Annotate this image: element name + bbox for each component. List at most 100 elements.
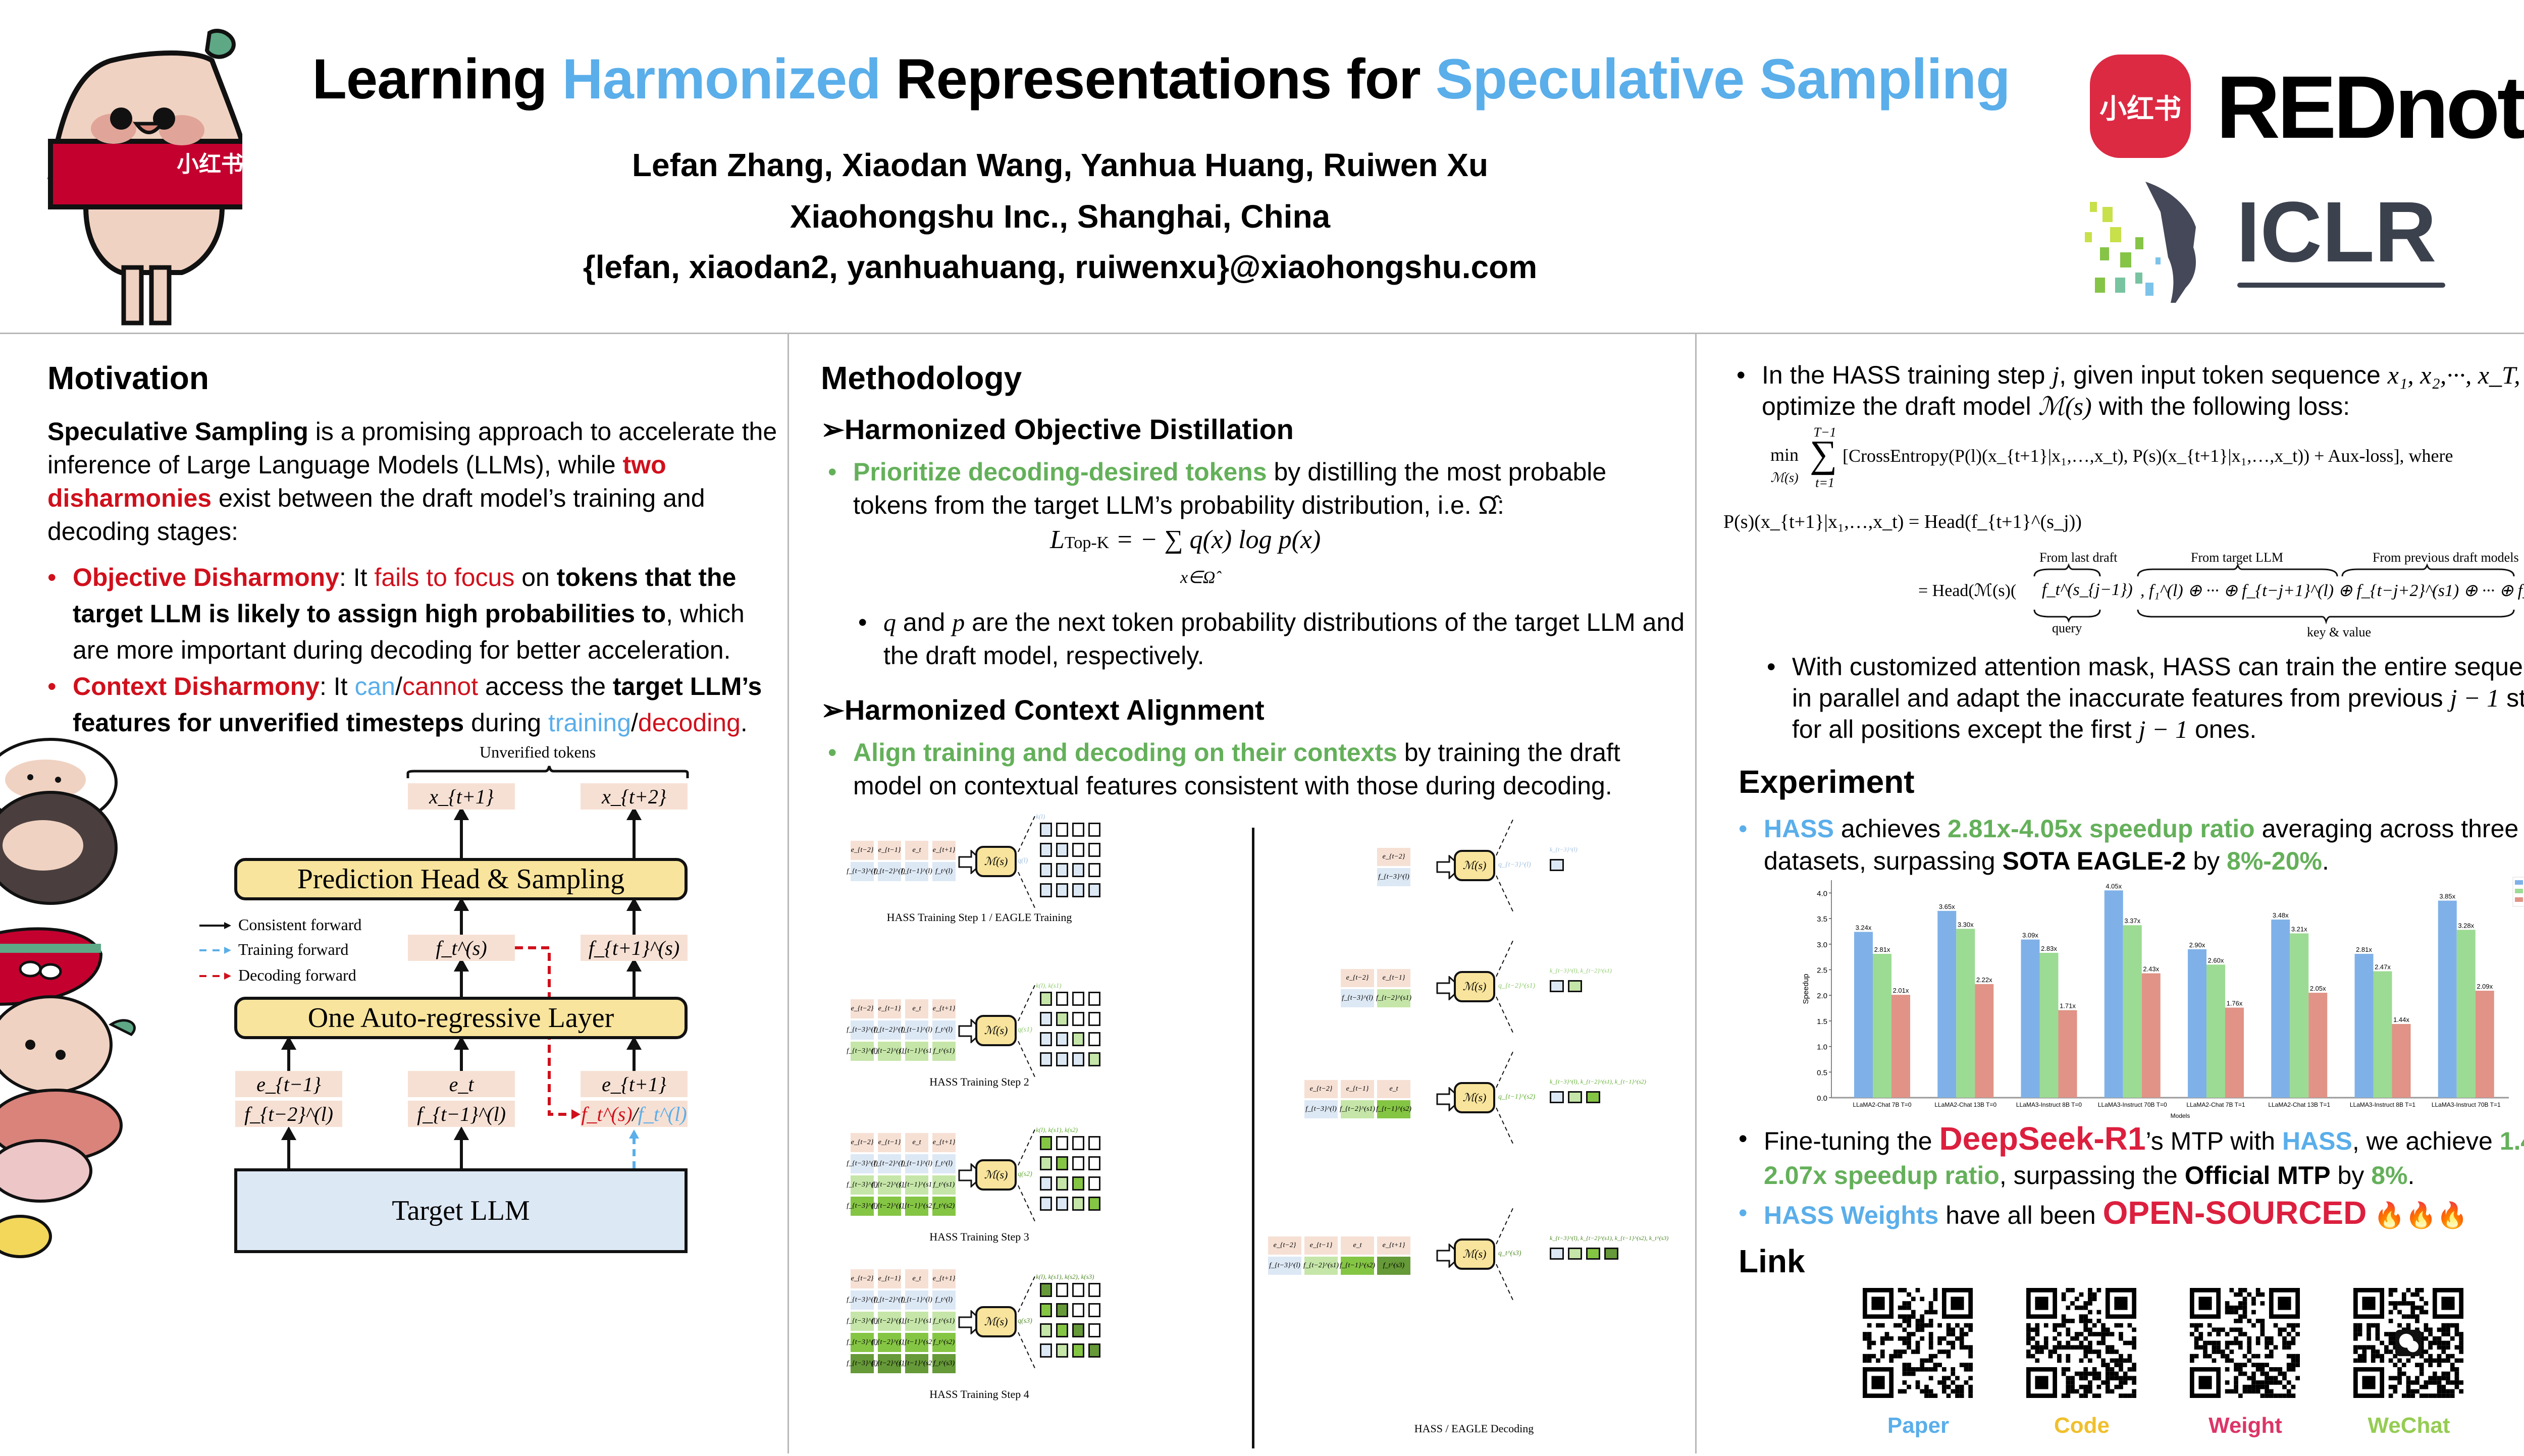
feature-cell: f_{t−1}^(s1)	[899, 1175, 934, 1195]
decode-feature-cell: f_{t−1}^(s2)	[1376, 1100, 1411, 1118]
loss-body: [CrossEntropy(P(l)(x_{t+1}|x₁,…,x_t), P(…	[1843, 446, 2453, 466]
y-tick-label: 4.0	[1817, 889, 1827, 898]
bar-value-label: 2.47x	[2375, 963, 2391, 971]
rednote-icon-text: 小红书	[2099, 93, 2181, 125]
draft-model-box: ℳ(s)	[975, 846, 1017, 877]
qr-code-wechat[interactable]	[2353, 1288, 2463, 1398]
experiment-bullet-opensource: HASS Weights have all been OPEN-SOURCED …	[1739, 1196, 2524, 1232]
bar-hass	[1937, 910, 1957, 1098]
bullet-text: : It	[319, 672, 355, 700]
attention-mask-square	[1056, 1303, 1068, 1317]
attention-mask-square	[1056, 843, 1068, 857]
token-x-t-plus-2: x_{t+2}	[581, 783, 688, 810]
embed-e-t-plus-1: e_{t+1}	[581, 1071, 688, 1097]
feature-cell: f_{t−2}^(l)	[874, 1290, 905, 1310]
speedup-bar-chart: 0.00.51.01.52.02.53.03.54.0Speedup3.24x2…	[1802, 877, 2524, 1119]
bar-eagle	[1975, 984, 1994, 1098]
feature-cell: f_t^(s1)	[932, 1175, 956, 1195]
title-highlight: Harmonized	[562, 47, 881, 111]
alignment-highlight: Align training and decoding on their con…	[853, 738, 1397, 767]
distribution-sub-bullet: q and p are the next token probability d…	[858, 606, 1686, 672]
bar-eagle	[2225, 1007, 2244, 1098]
qr-code-weight[interactable]	[2190, 1288, 2300, 1398]
attention-mask-square	[1072, 843, 1084, 857]
attention-mask-square	[1040, 883, 1052, 897]
methodology-title: Methodology	[821, 360, 1022, 396]
feature-cell: f_{t−3}^(l)	[847, 1197, 878, 1216]
decode-embed-cell: e_{t−2}	[1377, 848, 1410, 866]
affiliation: Xiaohongshu Inc., Shanghai, China	[790, 198, 1331, 235]
mixed-training-feature: f_t^(l)	[638, 1102, 687, 1125]
bar-hass	[2438, 900, 2457, 1098]
motivation-bullets: Objective Disharmony: It fails to focus …	[47, 559, 784, 741]
link-label-code[interactable]: Code	[2054, 1413, 2110, 1438]
feature-f-l-t-minus-1: f_{t−1}^(l)	[408, 1101, 515, 1127]
official-mtp-label: Official MTP	[2184, 1161, 2331, 1190]
email: {lefan, xiaodan2, yanhuahuang, ruiwenxu}…	[583, 249, 1538, 285]
bar-value-label: 2.01x	[1893, 987, 1909, 994]
decode-kv-square	[1550, 1091, 1564, 1103]
attention-mask-square	[1072, 1283, 1084, 1297]
link-label-paper[interactable]: Paper	[1887, 1413, 1950, 1438]
feature-cell: e_{t−1}	[878, 1133, 901, 1152]
formula-braces	[2033, 563, 2515, 625]
draft-model-box: ℳ(s)	[1454, 1082, 1495, 1113]
bullet-text: access the	[478, 672, 613, 700]
feature-cell: f_{t−2}^(s1)	[872, 1354, 907, 1373]
distillation-highlight: Prioritize decoding-desired tokens	[853, 458, 1267, 486]
attention-mask-square	[1056, 823, 1068, 837]
attention-mask-square	[1040, 1012, 1052, 1026]
bar-eagle	[2308, 993, 2328, 1098]
attention-mask-square	[1056, 1012, 1068, 1026]
panel-caption: HASS Training Step 3	[929, 1230, 1029, 1243]
mixed-slash: /	[632, 1102, 638, 1125]
link-label-weight[interactable]: Weight	[2208, 1413, 2282, 1438]
p-symbol: p	[952, 608, 965, 636]
feature-cell: e_t	[905, 1269, 928, 1288]
attention-mask-square	[1040, 823, 1052, 837]
feature-cell: e_{t+1}	[932, 999, 956, 1018]
attention-mask-square	[1040, 863, 1052, 877]
y-tick-label: 2.0	[1817, 992, 1827, 1000]
bar-hass	[2021, 939, 2040, 1098]
attention-mask-square	[1056, 1136, 1068, 1150]
rednote-logo: 小红书 REDnote	[2090, 55, 2524, 166]
distillation-text: by distilling the most probable tokens f…	[853, 458, 1607, 519]
bullet-red: fails to focus	[374, 563, 515, 591]
q-symbol: q	[883, 608, 896, 636]
feature-cell: f_{t−2}^(s1)	[872, 1333, 907, 1352]
bar-eagle-2	[2373, 971, 2392, 1098]
qr-code-paper[interactable]	[1863, 1288, 1973, 1398]
topk-loss-sum-index: x∈Ω̂	[1180, 568, 1216, 587]
bullet-red: decoding	[638, 709, 741, 737]
bar-value-label: 2.22x	[1976, 976, 1992, 984]
attention-mask-square	[1072, 1197, 1084, 1211]
exp-text: achieves	[1833, 815, 1948, 843]
fire-icon: 🔥🔥🔥	[2374, 1201, 2468, 1229]
x-tick-label: LLaMA3-Instruct 70B T=0	[2098, 1101, 2167, 1108]
qr-code-code[interactable]	[2026, 1288, 2136, 1398]
attention-mask-square	[1088, 1032, 1100, 1046]
link-label-wechat[interactable]: WeChat	[2368, 1413, 2450, 1438]
decode-query-label: q_{t−2}^(s1)	[1498, 982, 1536, 990]
bar-value-label: 2.81x	[1874, 946, 1890, 953]
step-text: , given input token sequence	[2059, 361, 2388, 389]
attention-mask-square	[1040, 1343, 1052, 1358]
feature-cell: f_{t−1}^(l)	[901, 1020, 932, 1040]
y-tick-label: 3.0	[1817, 941, 1827, 949]
step-text: with the following loss:	[2091, 392, 2350, 420]
attention-mask-square	[1056, 992, 1068, 1006]
legend-swatch	[2515, 889, 2523, 893]
feature-cell: e_t	[905, 1133, 928, 1152]
decode-kv-square	[1550, 1248, 1564, 1260]
attention-mask-square	[1088, 1176, 1100, 1191]
attention-mask-square	[1072, 1343, 1084, 1358]
link-title: Link	[1739, 1243, 1805, 1279]
feature-cell: f_{t−2}^(l)	[874, 1020, 905, 1040]
attention-mask-square	[1088, 1136, 1100, 1150]
intro-text: is a promising approach to accelerate th…	[47, 417, 777, 479]
query-label: q(l)	[1018, 857, 1028, 865]
feature-cell: f_{t−1}^(l)	[901, 1154, 932, 1173]
sub-bullet-text: and	[896, 608, 953, 636]
bar-value-label: 1.71x	[2060, 1002, 2076, 1010]
